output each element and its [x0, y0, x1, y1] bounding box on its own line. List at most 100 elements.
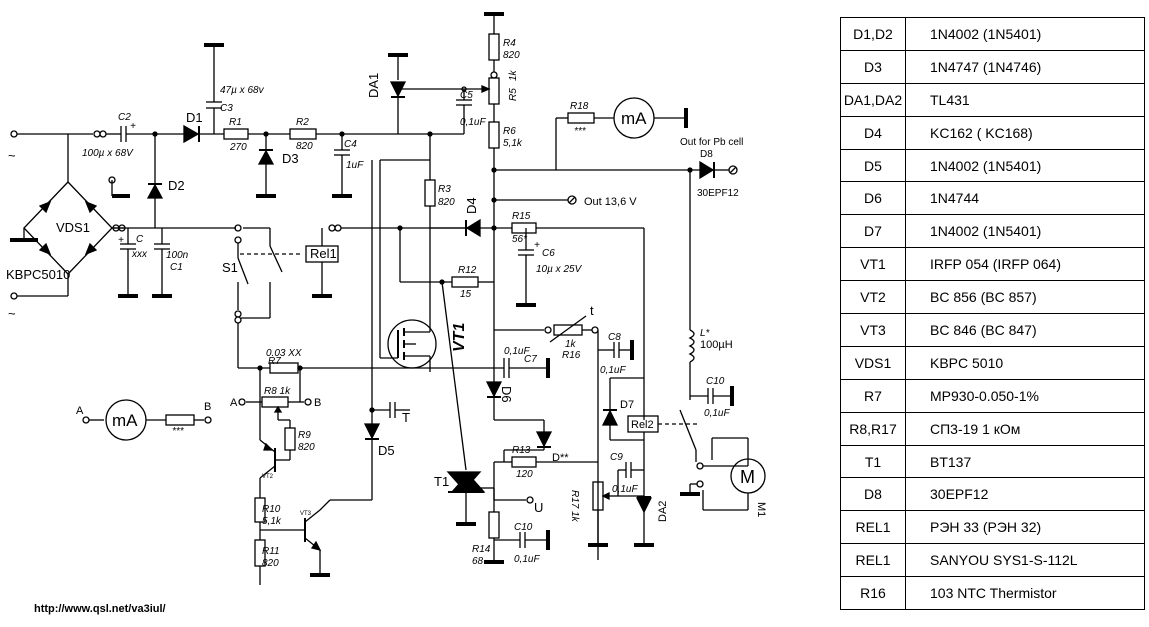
component-label: 5,1k [262, 516, 282, 527]
component-label: 10µ x 25V [536, 264, 583, 275]
component-label: C10 [706, 376, 725, 387]
part-value: 1N4747 (1N4746) [905, 49, 1145, 84]
part-value: 1N4002 (1N5401) [905, 17, 1145, 51]
component-label: 47µ x 68v [220, 85, 265, 96]
component-label: R7 [268, 356, 281, 367]
component-label: C9 [610, 452, 623, 463]
component-label: *** [574, 126, 587, 137]
part-value: TL431 [905, 82, 1145, 117]
component-label: xxx [131, 249, 148, 260]
component-label: 120 [516, 469, 533, 480]
component-label: 0,1uF [612, 484, 638, 495]
bridge-rectifier-vds1 [10, 134, 124, 296]
component-label: D6 [499, 386, 514, 403]
component-label: VT1 [451, 323, 468, 352]
component-label: R17 1k [569, 490, 580, 523]
source-url: http://www.qsl.net/va3iul/ [34, 603, 166, 615]
component-label: M1 [755, 502, 767, 517]
component-label: 820 [296, 141, 313, 152]
component-label: D5 [378, 443, 395, 458]
part-value: SANYOU SYS1-S-112L [905, 543, 1145, 578]
component-label: L* [700, 328, 711, 339]
component-label: R8 1k [264, 386, 291, 397]
component-label: 1uF [346, 160, 364, 171]
part-value: 30EPF12 [905, 477, 1145, 512]
component-label: C10 [514, 522, 533, 533]
ac-terminal-bottom [10, 292, 18, 300]
ac-terminal-top [10, 130, 18, 138]
part-value: KC162 ( KC168) [905, 115, 1145, 150]
component-label: T [402, 410, 410, 425]
component-label: R10 [262, 504, 281, 515]
component-label: 820 [298, 442, 315, 453]
component-label: D7 [620, 399, 634, 411]
svg-text:+: + [130, 121, 136, 132]
component-label: mA [621, 109, 647, 128]
component-label: 0,1uF [514, 554, 540, 565]
part-ref: DA1,DA2 [840, 82, 906, 117]
part-ref: REL1 [840, 543, 906, 578]
component-label: T1 [434, 474, 449, 489]
part-value: 1N4744 [905, 181, 1145, 216]
part-value: IRFP 054 (IRFP 064) [905, 247, 1145, 282]
part-value: MP930-0.050-1% [905, 378, 1145, 413]
part-value: 1N4002 (1N5401) [905, 148, 1145, 183]
component-label: C [136, 234, 144, 245]
component-label: S1 [222, 260, 238, 275]
part-ref: D5 [840, 148, 906, 183]
component-label: D** [552, 452, 569, 464]
part-value: BC 856 (BC 857) [905, 280, 1145, 315]
part-ref: R16 [840, 576, 906, 611]
component-label: Out for Pb cell [680, 137, 743, 148]
component-label: 30EPF12 [697, 188, 739, 199]
component-label: 0.03 XX [266, 348, 302, 359]
component-label: 0,1uF [600, 365, 626, 376]
svg-text:+: + [534, 240, 540, 251]
part-value: 103 NTC Thermistor [905, 576, 1145, 611]
component-label: 0,1uF [704, 408, 730, 419]
component-label: C6 [542, 248, 555, 259]
component-label: C7 [524, 354, 537, 365]
component-label: C1 [170, 262, 183, 273]
component-label: 0,1uF [504, 346, 530, 357]
component-label: *** [172, 426, 185, 437]
component-label: 5,1k [503, 138, 523, 149]
part-ref: D4 [840, 115, 906, 150]
component-label: U [534, 500, 543, 515]
component-label: D4 [464, 197, 479, 214]
circuit-schematic: ~ ~ VDS1 KBPC5010 C2 + 100µ x 68V D1 47µ… [6, 12, 767, 585]
component-label: 1k [508, 69, 519, 81]
component-label: 820 [438, 197, 455, 208]
component-label: VT3 [300, 511, 312, 517]
component-label: C4 [344, 139, 357, 150]
svg-text:~: ~ [8, 306, 16, 321]
component-label: 100µH [700, 339, 733, 351]
component-label: R11 [262, 546, 280, 557]
component-label: M [740, 467, 755, 487]
part-ref: VDS1 [840, 345, 906, 380]
part-ref: D6 [840, 181, 906, 216]
component-label: C5 [460, 90, 473, 101]
svg-text:~: ~ [8, 148, 16, 163]
component-label: 0,1uF [460, 117, 486, 128]
component-label: Rel1 [310, 246, 337, 261]
part-ref: R8,R17 [840, 411, 906, 446]
component-label: B [204, 401, 211, 413]
component-label: 100n [166, 250, 189, 261]
component-label: Rel2 [631, 419, 654, 431]
component-label: R13 [512, 445, 531, 456]
component-label: R6 [503, 126, 516, 137]
component-label: 56* [512, 234, 528, 245]
